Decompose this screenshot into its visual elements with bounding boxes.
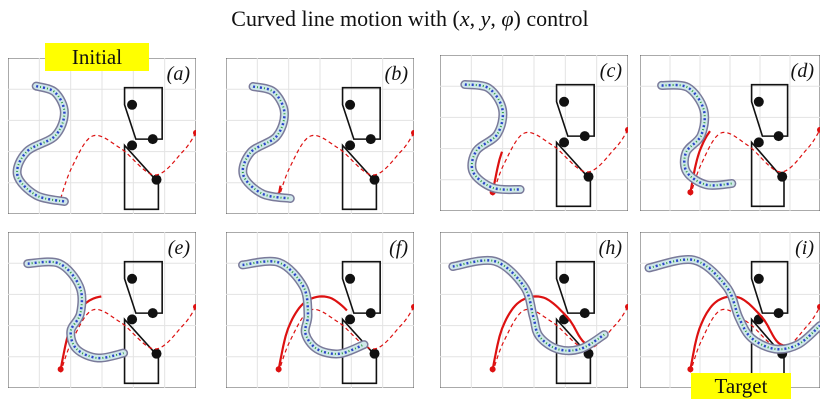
start-point (687, 189, 694, 196)
panel-label: (d) (791, 60, 815, 82)
obstacle-marker (773, 308, 784, 319)
start-point (57, 366, 64, 373)
reference-path (689, 306, 820, 373)
obstacle-marker (369, 348, 380, 359)
start-point (275, 366, 282, 373)
obstacle (750, 140, 785, 208)
initial-tag: Initial (45, 43, 149, 71)
obstacle-marker (147, 134, 158, 145)
target-point (817, 126, 820, 133)
reference-path (278, 306, 414, 373)
obstacle-marker (345, 99, 356, 110)
obstacle-marker (345, 273, 356, 284)
panel-i: (i) (640, 232, 820, 388)
obstacle-marker (345, 140, 356, 151)
target-point (411, 129, 414, 136)
obstacle-marker (127, 273, 138, 284)
obstacle (555, 140, 592, 208)
obstacle-marker (583, 171, 594, 182)
robot-body-core (449, 257, 608, 354)
robot-body-core (239, 83, 294, 202)
obstacle-marker (127, 99, 138, 110)
panel-label: (h) (599, 237, 623, 259)
target-point (193, 303, 196, 310)
target-point (625, 303, 628, 310)
reference-path (278, 132, 414, 199)
panel-b: (b) (226, 58, 414, 214)
panel-label: (b) (385, 63, 409, 85)
reference-path (60, 132, 196, 199)
reference-path (689, 129, 820, 196)
robot-links (242, 260, 365, 355)
obstacle-marker (127, 140, 138, 151)
figure-title: Curved line motion with (x, y, φ) contro… (231, 6, 589, 31)
obstacle-marker (753, 137, 764, 148)
panel-label: (e) (168, 237, 191, 259)
obstacle (341, 143, 378, 211)
obstacle-marker (365, 308, 376, 319)
start-point (687, 366, 694, 373)
target-point (625, 126, 628, 133)
obstacle-marker (369, 174, 380, 185)
panel-h: (h) (440, 232, 628, 388)
obstacle-marker (773, 131, 784, 142)
panel-c: (c) (440, 55, 628, 211)
obstacle-marker (365, 134, 376, 145)
traveled-path (689, 295, 806, 370)
panel-label: (a) (167, 63, 191, 85)
start-point (489, 366, 496, 373)
target-point (817, 303, 820, 310)
robot-joints (648, 258, 820, 351)
target-point (193, 129, 196, 136)
panel-f: (f) (226, 232, 414, 388)
traveled-path (277, 295, 348, 370)
obstacle-marker (777, 171, 788, 182)
panel-a: (a) (8, 58, 196, 214)
target-point (411, 303, 414, 310)
obstacle-marker (559, 137, 570, 148)
reference-path (492, 129, 628, 196)
obstacle-marker (151, 174, 162, 185)
obstacle-marker (753, 96, 764, 107)
obstacle-marker (579, 131, 590, 142)
obstacle-marker (147, 308, 158, 319)
obstacle-marker (345, 314, 356, 325)
panel-label: (i) (795, 237, 814, 259)
obstacle-marker (753, 273, 764, 284)
obstacle-marker (151, 348, 162, 359)
obstacle-marker (559, 96, 570, 107)
robot-joints (464, 83, 521, 191)
robot-joints (15, 84, 66, 203)
panel-e: (e) (8, 232, 196, 388)
traveled-path (689, 130, 711, 193)
panel-label: (f) (389, 237, 408, 259)
reference-path (492, 306, 628, 373)
robot-links (27, 260, 124, 360)
obstacle (555, 317, 592, 385)
panel-d: (d) (640, 55, 820, 211)
obstacle (123, 143, 160, 211)
obstacle-marker (579, 308, 590, 319)
obstacle-marker (559, 273, 570, 284)
target-tag: Target (691, 373, 791, 399)
obstacle-marker (559, 314, 570, 325)
obstacle-marker (127, 314, 138, 325)
panel-label: (c) (600, 60, 623, 82)
robot-joints (661, 83, 732, 187)
reference-path (60, 306, 196, 373)
obstacle (123, 317, 160, 385)
